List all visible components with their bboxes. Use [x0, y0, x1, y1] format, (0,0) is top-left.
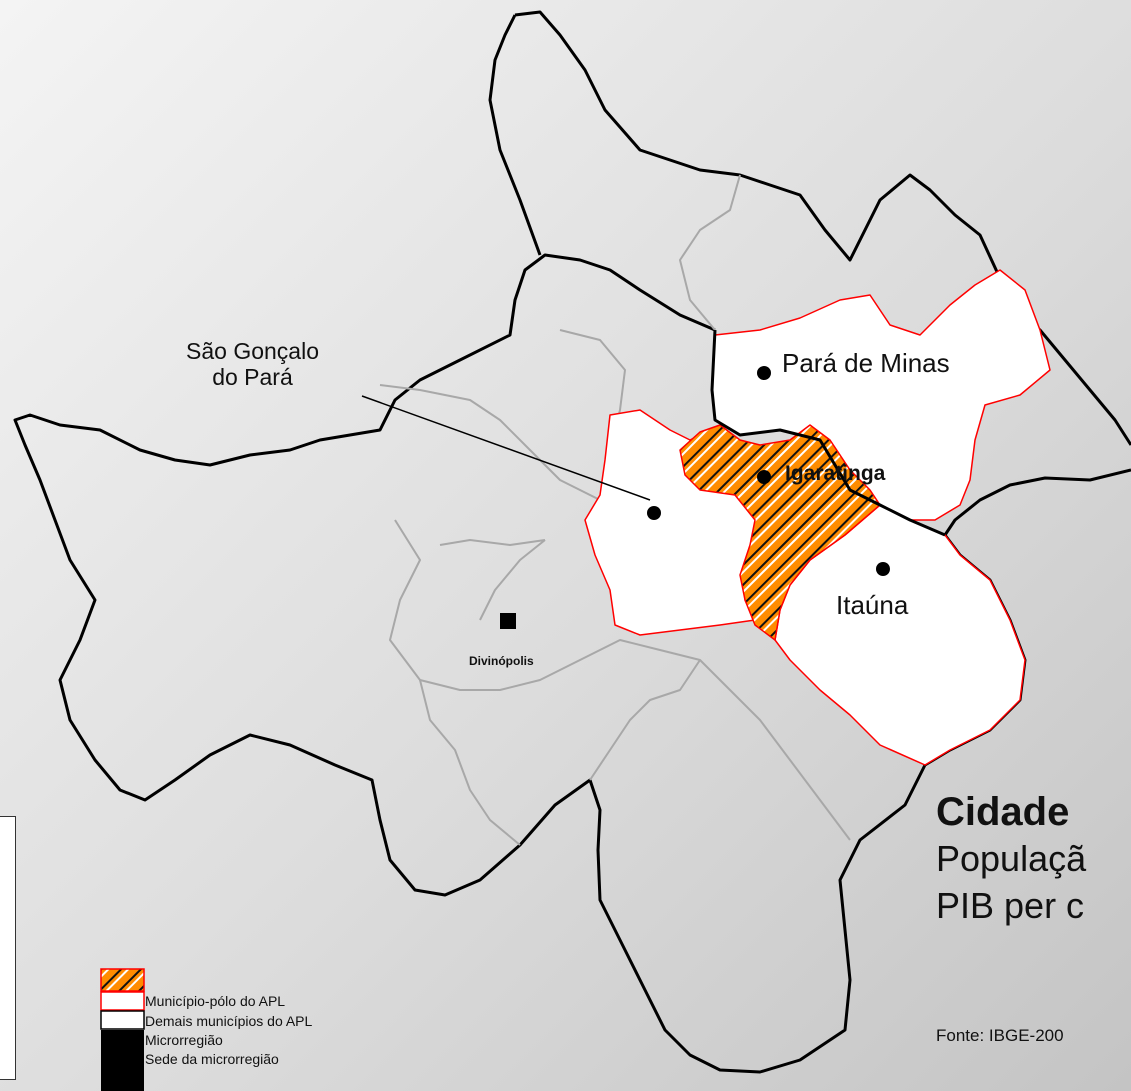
locator-inset [0, 816, 16, 1080]
legend-label-sede: Sede da microrregião [145, 1051, 279, 1067]
label-itauna: Itaúna [836, 590, 909, 620]
leader-line-sao-goncalo [361, 395, 651, 501]
info-source: Fonte: IBGE-200 [936, 1026, 1064, 1045]
label-sao-goncalo: São Gonçalo do Pará [186, 338, 319, 390]
legend-label-microrregiao: Microrregião [145, 1032, 223, 1048]
internal-borders [379, 174, 851, 846]
city-marker-itauna[interactable] [876, 562, 890, 576]
info-line-populacao: Populaçã [936, 838, 1087, 879]
legend-swatch-polo [100, 968, 145, 992]
apl-internal-boundary [710, 329, 946, 537]
city-marker-igaratinga[interactable] [757, 470, 771, 484]
legend-swatch-sede [101, 1030, 144, 1091]
legend-swatch-demais [100, 991, 145, 1011]
city-marker-sao-goncalo[interactable] [647, 506, 661, 520]
legend-label-polo: Município-pólo do APL [145, 993, 286, 1009]
info-title: Cidade [936, 790, 1070, 834]
legend-swatch-microrregiao [100, 1010, 145, 1030]
city-marker-para-de-minas[interactable] [757, 366, 771, 380]
legend-label-demais: Demais municípios do APL [145, 1013, 313, 1029]
municipality-igaratinga[interactable] [679, 424, 881, 641]
label-divinopolis: Divinópolis [469, 654, 534, 668]
city-marker-divinopolis[interactable] [500, 613, 516, 629]
label-igaratinga: Igaratinga [785, 462, 886, 485]
label-para-de-minas: Pará de Minas [782, 348, 950, 378]
legend-swatches [100, 968, 145, 1091]
label-sao-goncalo-line1: São Gonçalo [186, 338, 319, 364]
label-sao-goncalo-line2: do Pará [212, 364, 293, 390]
info-line-pib: PIB per c [936, 885, 1085, 926]
